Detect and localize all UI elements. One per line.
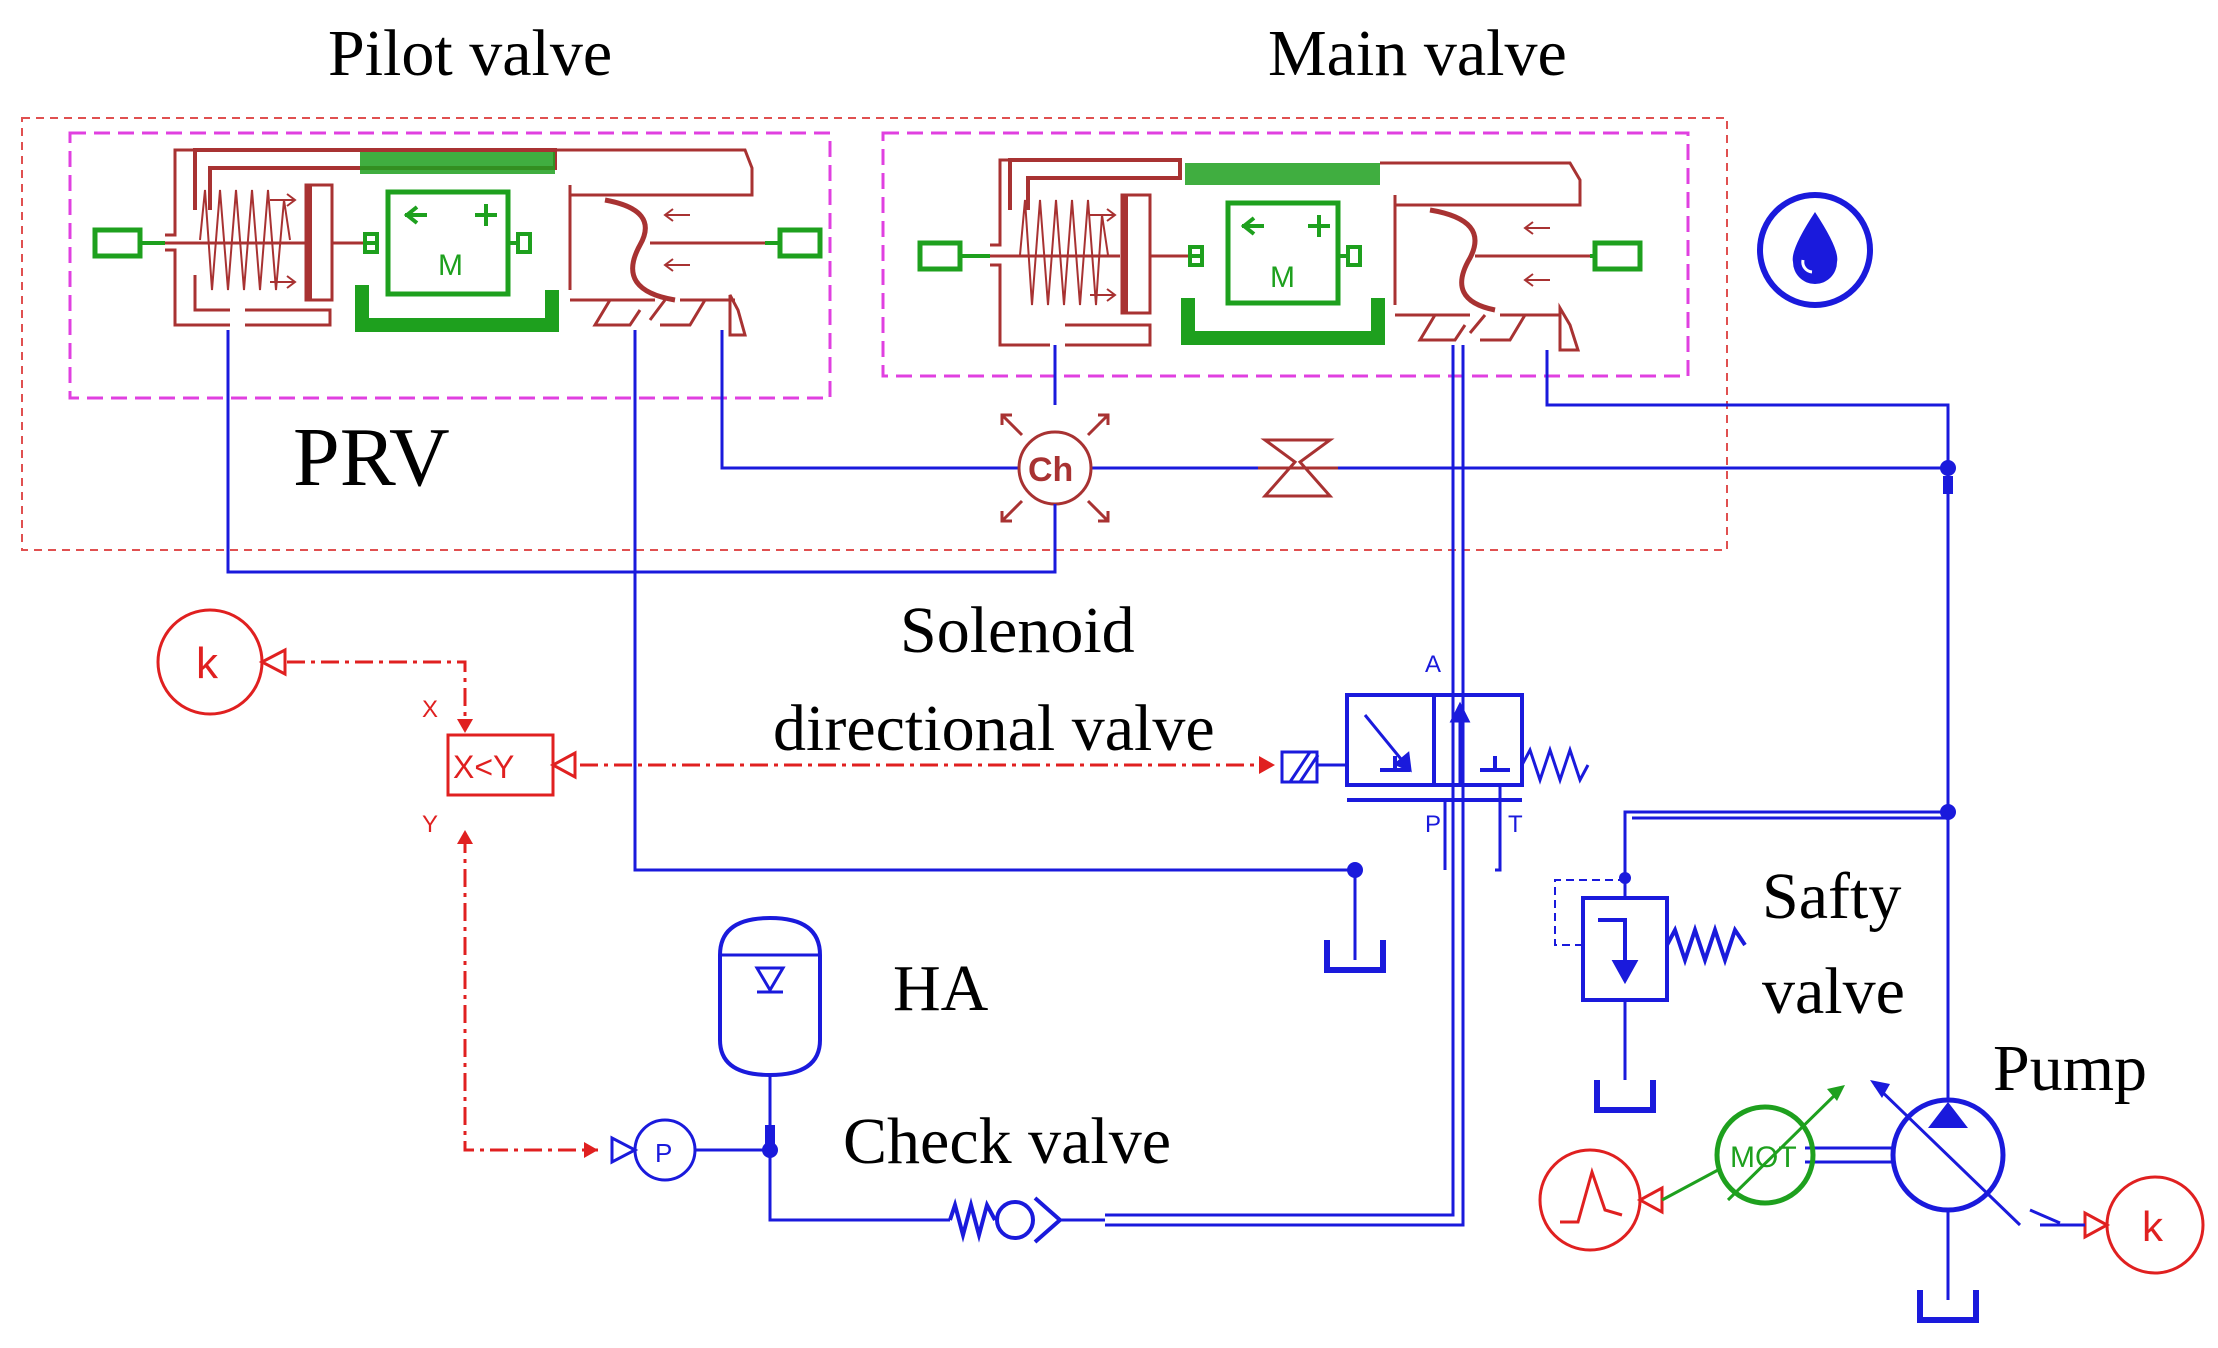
solenoid-directional-valve bbox=[1280, 648, 1590, 820]
gain-left-text: k bbox=[196, 639, 219, 688]
ha-label: HA bbox=[893, 952, 989, 1025]
safety-valve-label-line2: valve bbox=[1762, 955, 1905, 1028]
comparator-block: X<Y X Y bbox=[422, 696, 577, 838]
hydraulic-lines bbox=[226, 330, 1950, 1300]
check-valve-label: Check valve bbox=[843, 1105, 1171, 1178]
main-mass-text: M bbox=[1270, 261, 1295, 294]
main-valve-label: Main valve bbox=[1268, 17, 1567, 90]
comparator-y-label: Y bbox=[422, 811, 438, 838]
tank-solenoid bbox=[1324, 940, 1386, 973]
pump-label: Pump bbox=[1993, 1032, 2147, 1105]
chamber-text: Ch bbox=[1028, 451, 1073, 489]
pilot-valve-label: Pilot valve bbox=[328, 17, 612, 90]
safety-valve bbox=[1554, 879, 1747, 1002]
solenoid-label-line2: directional valve bbox=[773, 692, 1215, 765]
pressure-sensor-text: P bbox=[655, 1138, 672, 1168]
gain-source-right: k bbox=[2040, 1175, 2205, 1275]
port-p-label: P bbox=[1425, 811, 1441, 838]
electric-motor: MOT bbox=[1714, 1085, 1845, 1206]
motor-text: MOT bbox=[1730, 1141, 1797, 1174]
orifice bbox=[1258, 438, 1338, 498]
gain-source-left: k bbox=[156, 608, 287, 716]
safety-valve-label-line1: Safty bbox=[1762, 860, 1901, 933]
solenoid-label-line1: Solenoid bbox=[900, 594, 1135, 667]
main-valve: M bbox=[917, 158, 1643, 352]
chamber: Ch bbox=[1000, 413, 1110, 530]
speed-profile-source bbox=[1538, 1148, 1719, 1252]
main-valve-boundary bbox=[881, 131, 1690, 378]
pilot-mass-text: M bbox=[438, 249, 463, 282]
check-valve bbox=[948, 1196, 1105, 1244]
prv-label: PRV bbox=[293, 411, 450, 504]
pilot-valve-boundary bbox=[68, 131, 832, 400]
pilot-valve: M bbox=[92, 148, 823, 337]
tank-safety bbox=[1594, 1080, 1656, 1113]
signal-lines bbox=[287, 660, 1260, 1152]
pressure-sensor: P bbox=[610, 1118, 697, 1182]
prv-boundary bbox=[21, 117, 1728, 551]
gain-right-text: k bbox=[2142, 1203, 2164, 1250]
hydraulic-accumulator bbox=[718, 915, 822, 1078]
port-a-label: A bbox=[1425, 651, 1441, 678]
hydraulic-fluid-icon bbox=[1757, 192, 1873, 308]
tank-pump bbox=[1917, 1290, 1979, 1323]
port-t-label: T bbox=[1508, 811, 1523, 838]
comparator-text: X<Y bbox=[453, 749, 514, 785]
pump bbox=[1805, 1080, 2061, 1227]
comparator-x-label: X bbox=[422, 696, 438, 723]
